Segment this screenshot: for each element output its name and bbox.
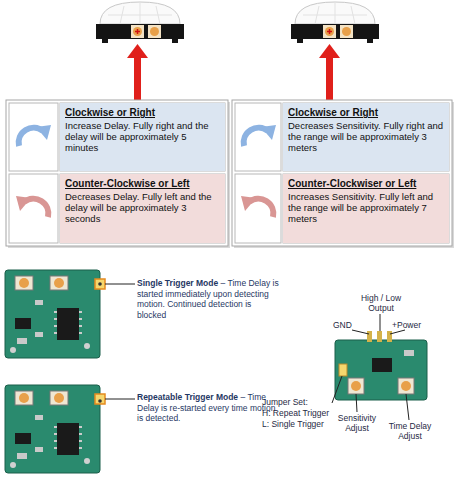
pointer-arrowhead — [127, 44, 148, 58]
pin-label: +Power — [392, 320, 421, 330]
pot-frame — [148, 25, 161, 38]
text-cell-border — [60, 174, 225, 243]
jumper-pin — [98, 399, 102, 403]
row-body: Increases Sensitivity. Fully left and th… — [288, 191, 444, 224]
pointer-arrow — [326, 56, 333, 100]
clockwise-arrowhead — [261, 125, 276, 140]
jumper — [339, 364, 347, 376]
sensor-board — [96, 24, 184, 39]
pot — [325, 27, 334, 36]
row-body: Decreases Sensitivity. Fully right and t… — [288, 120, 444, 153]
jumper-label: L: Single Trigger — [262, 419, 324, 429]
header-pin — [367, 331, 372, 342]
sensor-pin — [297, 39, 303, 43]
instruction-row: Counter-Clockwiser or LeftIncreases Sens… — [283, 174, 449, 243]
component — [404, 350, 414, 356]
sensor-dome — [100, 2, 180, 24]
pin-label: High / Low Output — [355, 293, 407, 313]
icon-cell — [9, 103, 58, 171]
text-cell-border — [283, 174, 449, 243]
icon-cell — [235, 174, 281, 243]
adjust-label: Time Delay Adjust — [384, 421, 436, 441]
pot-frame — [131, 25, 144, 38]
pot-frame — [398, 378, 414, 394]
jumper-label: Jumper Set: — [262, 397, 308, 407]
row-heading: Clockwise or Right — [65, 107, 220, 118]
pot-cross — [327, 29, 332, 34]
instruction-row: Counter-Clockwise or LeftDecreases Delay… — [60, 174, 225, 243]
adjust-label: Sensitivity Adjust — [332, 413, 382, 433]
pot-frame — [348, 378, 364, 394]
leader-line — [352, 330, 369, 334]
row-body: Decreases Delay. Fully left and the dela… — [65, 191, 220, 224]
leader-line — [406, 394, 409, 420]
pin-label: GND — [333, 320, 352, 330]
panel-frame — [232, 100, 452, 246]
sensor-board — [291, 24, 379, 39]
leader-line — [390, 330, 405, 334]
leader-line — [105, 399, 135, 400]
jumper-label: H: Repeat Trigger — [262, 408, 329, 418]
icon-cell — [9, 174, 58, 243]
row-body: Increase Delay. Fully right and the dela… — [65, 120, 220, 153]
row-heading: Counter-Clockwiser or Left — [288, 178, 444, 189]
counter-clockwise-arrowhead — [241, 196, 256, 211]
panel-shadow — [234, 102, 454, 248]
dome-facets — [303, 3, 367, 24]
pot — [150, 27, 159, 36]
panel-frame — [6, 100, 228, 246]
header-pin — [387, 331, 392, 342]
pot — [342, 27, 351, 36]
instruction-row: Clockwise or RightDecreases Sensitivity.… — [283, 103, 449, 171]
pointer-arrow — [134, 56, 141, 100]
leader-line — [356, 394, 357, 412]
row-heading: Counter-Clockwise or Left — [65, 178, 220, 189]
mode-callout: Single Trigger Mode – Time Delay is star… — [137, 278, 279, 320]
sensor-pin — [172, 39, 178, 43]
leader-line — [332, 376, 342, 403]
pot-frame — [340, 25, 353, 38]
mode-title: Repeatable Trigger Mode — [137, 392, 238, 402]
text-cell-border — [283, 103, 449, 171]
module-board — [335, 340, 427, 400]
dome-facets — [108, 3, 172, 24]
sensor-pin — [102, 39, 108, 43]
mode-title: Single Trigger Mode — [137, 278, 218, 288]
pot — [401, 381, 411, 391]
leader-line — [380, 314, 381, 331]
pot — [351, 381, 361, 391]
jumper-pin — [98, 282, 102, 286]
mode-callout: Repeatable Trigger Mode – Time Delay is … — [137, 392, 279, 424]
icon-cell — [235, 103, 281, 171]
instruction-row: Clockwise or RightIncrease Delay. Fully … — [60, 103, 225, 171]
header-pin — [377, 331, 382, 342]
pot-frame — [323, 25, 336, 38]
pointer-arrowhead — [319, 44, 340, 58]
sensor-dome — [295, 2, 375, 24]
pcb-illustration — [5, 385, 100, 473]
pot-cross — [135, 29, 140, 34]
sensor-pin — [367, 39, 373, 43]
jumper-callout — [95, 279, 105, 289]
leader-line — [105, 284, 135, 285]
pot — [133, 27, 142, 36]
clockwise-arrowhead — [36, 125, 51, 140]
counter-clockwise-arrowhead — [16, 196, 31, 211]
row-heading: Clockwise or Right — [288, 107, 444, 118]
ic-chip — [372, 358, 392, 372]
pcb-illustration — [5, 270, 100, 358]
jumper-callout — [95, 394, 105, 404]
panel-shadow — [8, 102, 230, 248]
text-cell-border — [60, 103, 225, 171]
